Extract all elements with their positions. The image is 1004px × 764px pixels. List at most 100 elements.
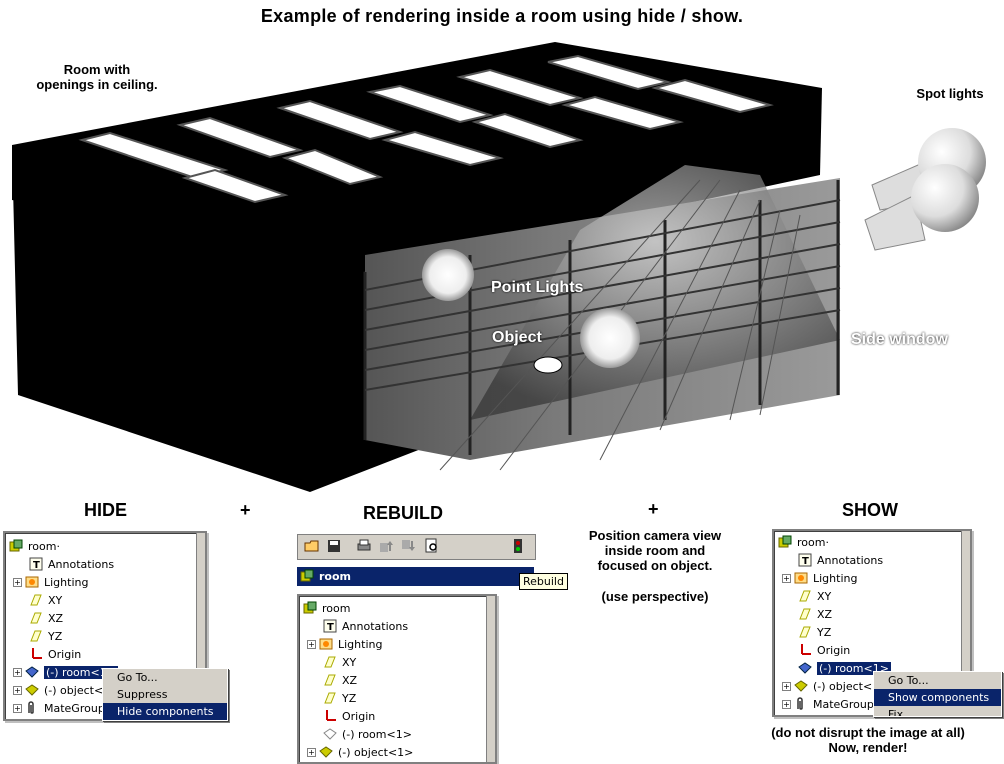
hide-context-menu: Go To... Suppress Hide components (102, 668, 228, 721)
show-context-menu: Go To... Show components Fix (873, 671, 1002, 717)
tree-item-yz[interactable]: YZ (29, 627, 62, 645)
expand-icon[interactable]: + (307, 639, 316, 649)
tree-item-room[interactable]: room· (778, 533, 829, 551)
move-down-icon[interactable] (400, 538, 416, 554)
assembly-icon (778, 535, 792, 549)
tree-item-label: Origin (342, 709, 376, 723)
svg-text:T: T (33, 560, 40, 571)
tree-item-label: YZ (817, 625, 832, 639)
tree-item-object-component[interactable]: + (-) object<1> (307, 743, 413, 761)
tree-item-origin[interactable]: Origin (798, 641, 850, 659)
tree-item-label: Origin (48, 647, 82, 661)
tree-item-origin[interactable]: Origin (29, 645, 81, 663)
plane-icon (323, 655, 337, 669)
tree-item-label: XY (48, 593, 63, 607)
tree-item-object-component[interactable]: + (-) object<1 (13, 681, 110, 699)
part-icon (25, 665, 39, 679)
tree-item-xy[interactable]: XY (798, 587, 831, 605)
part-icon (794, 679, 808, 693)
tree-item-object-component[interactable]: + (-) object<1: (782, 677, 883, 695)
tree-item-origin[interactable]: Origin (323, 707, 375, 725)
tree-item-label: (-) room<1> (44, 665, 118, 679)
tree-item-lighting[interactable]: + Lighting (307, 635, 382, 653)
lighting-icon (794, 571, 808, 585)
camera-note-line1: Position camera view (588, 528, 722, 543)
expand-icon[interactable]: + (13, 577, 22, 587)
tree-item-label: YZ (48, 629, 63, 643)
object-label: Object (492, 329, 542, 346)
menu-item-hide-components[interactable]: Hide components (103, 703, 227, 720)
tree-item-label: XY (817, 589, 832, 603)
menu-item-go-to[interactable]: Go To... (888, 674, 929, 687)
origin-icon (798, 643, 812, 657)
tree-item-xz[interactable]: XZ (798, 605, 832, 623)
tree-item-label: (-) object<1: (813, 679, 883, 693)
expand-icon[interactable]: + (782, 699, 791, 709)
plus-sign-2: + (648, 499, 659, 519)
tree-item-annotations[interactable]: T Annotations (798, 551, 883, 569)
step-hide: HIDE (84, 500, 128, 520)
render-note: (do not disrupt the image at all) Now, r… (748, 725, 988, 755)
tree-item-label: Lighting (338, 637, 383, 651)
tree-item-room-component[interactable]: + (-) room<1> (13, 663, 118, 681)
move-up-icon[interactable] (378, 538, 394, 554)
tree-item-xz[interactable]: XZ (29, 609, 63, 627)
tree-item-label: (-) object<1 (44, 683, 111, 697)
tree-item-xy[interactable]: XY (29, 591, 62, 609)
tree-item-room-component[interactable]: (-) room<1> (798, 659, 891, 677)
menu-item-fix[interactable]: Fix (888, 708, 904, 717)
annotation-icon: T (29, 557, 43, 571)
tree-item-room-component[interactable]: (-) room<1> (323, 725, 412, 743)
expand-icon[interactable]: + (307, 747, 316, 757)
point-lights-label: Point Lights (491, 279, 584, 296)
rebuild-tree-scrollbar[interactable] (486, 596, 495, 762)
plane-icon (323, 673, 337, 687)
expand-icon[interactable]: + (13, 703, 22, 713)
expand-icon[interactable]: + (13, 667, 22, 677)
expand-icon[interactable]: + (782, 681, 791, 691)
part-icon (25, 683, 39, 697)
print-icon[interactable] (356, 538, 372, 554)
tree-item-label: (-) room<1> (342, 727, 412, 741)
room-render-illustration (12, 42, 986, 492)
tree-item-room[interactable]: room· (9, 537, 60, 555)
tree-item-label: XZ (817, 607, 833, 621)
document-title-bar[interactable]: room (297, 567, 534, 586)
show-tree-scrollbar[interactable] (961, 531, 970, 715)
menu-item-go-to[interactable]: Go To... (117, 671, 158, 684)
expand-icon[interactable]: + (782, 573, 791, 583)
assembly-icon (303, 601, 317, 615)
print-preview-icon[interactable] (424, 538, 440, 554)
tree-item-xz[interactable]: XZ (323, 671, 357, 689)
plane-icon (798, 625, 812, 639)
room-note-line1: Room with (63, 62, 131, 77)
menu-item-suppress[interactable]: Suppress (117, 688, 168, 701)
plus-sign-1: + (240, 500, 251, 520)
origin-icon (323, 709, 337, 723)
rebuild-icon[interactable] (510, 538, 526, 554)
step-rebuild: REBUILD (363, 503, 443, 523)
tree-item-yz[interactable]: YZ (323, 689, 356, 707)
menu-item-show-components[interactable]: Show components (874, 689, 1001, 706)
save-icon[interactable] (326, 538, 342, 554)
open-folder-icon[interactable] (304, 538, 320, 554)
tree-item-label: Annotations (817, 553, 884, 567)
hide-tree-scrollbar[interactable] (196, 533, 205, 719)
expand-icon[interactable]: + (13, 685, 22, 695)
tree-item-mategroup[interactable]: +MateGroup (782, 695, 874, 713)
render-note-line1: (do not disrupt the image at all) (771, 725, 965, 740)
tree-item-yz[interactable]: YZ (798, 623, 831, 641)
spot-lights-label: Spot lights (916, 86, 984, 101)
tree-item-lighting[interactable]: +Lighting (13, 573, 88, 591)
plane-icon (798, 589, 812, 603)
tree-item-label: XZ (342, 673, 358, 687)
lighting-icon (319, 637, 333, 651)
tree-item-mategroup[interactable]: +MateGroup (13, 699, 105, 717)
tree-item-room[interactable]: room (303, 599, 350, 617)
tree-item-label: (-) object<1> (338, 745, 414, 759)
tree-item-lighting[interactable]: +Lighting (782, 569, 857, 587)
svg-text:T: T (802, 556, 809, 567)
tree-item-xy[interactable]: XY (323, 653, 356, 671)
